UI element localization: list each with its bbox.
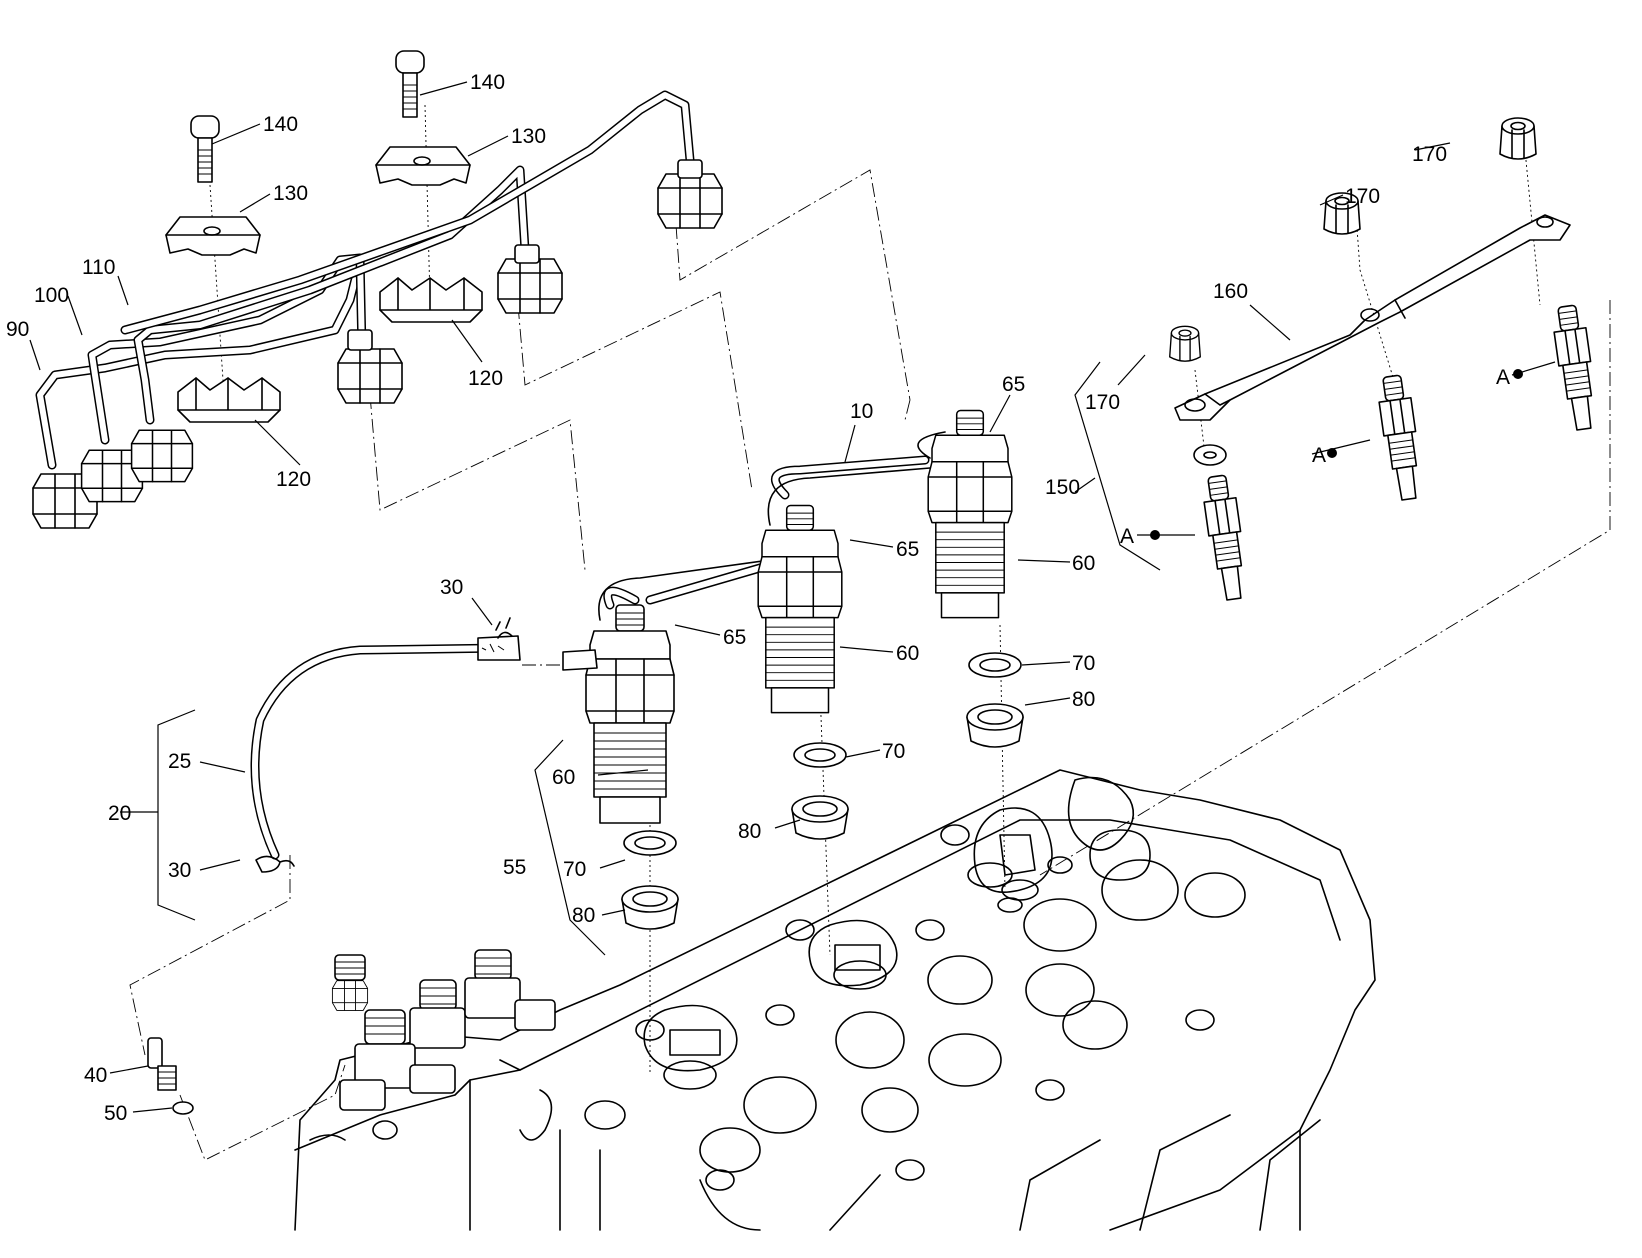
callout-120: 120 xyxy=(468,367,503,390)
callout-55: 55 xyxy=(503,856,526,879)
callout-10: 10 xyxy=(850,400,873,423)
callout-170: 170 xyxy=(1085,391,1120,414)
callout-60: 60 xyxy=(552,766,575,789)
callout-30: 30 xyxy=(440,576,463,599)
callout-130: 130 xyxy=(273,182,308,205)
callout-140: 140 xyxy=(470,71,505,94)
callout-labels: 140 140 130 130 110 100 90 120 120 10 65… xyxy=(6,71,1510,1125)
glow-plug-set xyxy=(1169,117,1601,603)
callout-130: 130 xyxy=(511,125,546,148)
callout-a: A xyxy=(1120,525,1134,548)
callout-65: 65 xyxy=(723,626,746,649)
return-hose xyxy=(147,617,598,1115)
callout-60: 60 xyxy=(896,642,919,665)
callout-70: 70 xyxy=(1072,652,1095,675)
callout-90: 90 xyxy=(6,318,29,341)
callout-120: 120 xyxy=(276,468,311,491)
callout-20: 20 xyxy=(108,802,131,825)
callout-100: 100 xyxy=(34,284,69,307)
injection-pipes xyxy=(32,90,723,529)
callout-25: 25 xyxy=(168,750,191,773)
callout-65: 65 xyxy=(1002,373,1025,396)
callout-170: 170 xyxy=(1345,185,1380,208)
injector-assemblies xyxy=(585,409,1024,930)
callout-40: 40 xyxy=(84,1064,107,1087)
group-brackets xyxy=(120,361,1161,956)
callout-110: 110 xyxy=(82,256,115,279)
callout-80: 80 xyxy=(572,904,595,927)
callout-160: 160 xyxy=(1213,280,1248,303)
callout-140: 140 xyxy=(263,113,298,136)
callout-70: 70 xyxy=(563,858,586,881)
leader-lines xyxy=(29,81,1556,1113)
callout-70: 70 xyxy=(882,740,905,763)
callout-80: 80 xyxy=(738,820,761,843)
callout-30: 30 xyxy=(168,859,191,882)
callout-150: 150 xyxy=(1045,476,1080,499)
callout-a: A xyxy=(1496,366,1510,389)
callout-80: 80 xyxy=(1072,688,1095,711)
callout-60: 60 xyxy=(1072,552,1095,575)
callout-65: 65 xyxy=(896,538,919,561)
callout-a: A xyxy=(1312,444,1326,467)
cylinder-head xyxy=(294,769,1376,1231)
callout-170: 170 xyxy=(1412,143,1447,166)
callout-50: 50 xyxy=(104,1102,127,1125)
